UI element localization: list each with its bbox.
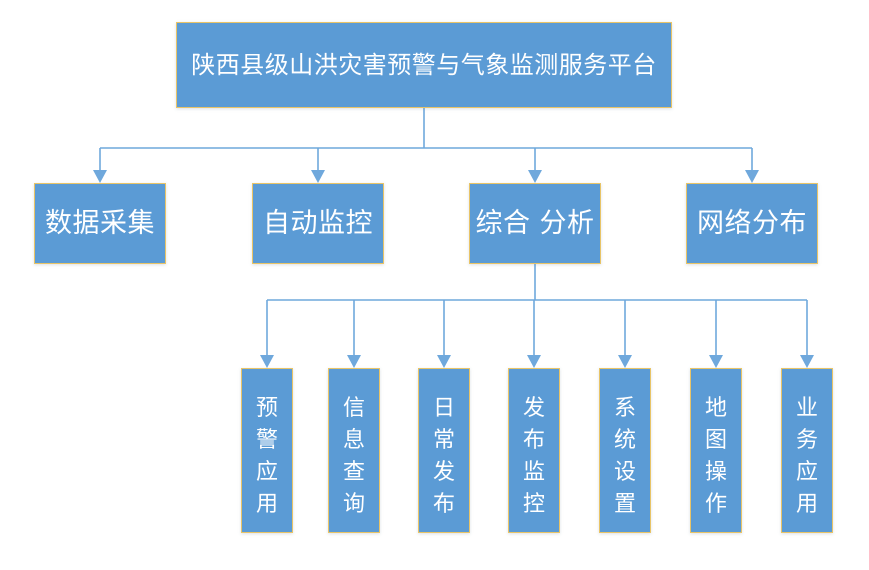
node-level3-4-label: 系 统 设 置 <box>613 396 636 517</box>
node-level3-2[interactable]: 日 常 发 布 <box>418 368 470 533</box>
node-level3-5[interactable]: 地 图 操 作 <box>690 368 742 533</box>
node-level3-4[interactable]: 系 统 设 置 <box>599 368 651 533</box>
node-level3-6-label: 业 务 应 用 <box>795 396 818 517</box>
node-level3-1[interactable]: 信 息 查 询 <box>328 368 380 533</box>
node-level3-0[interactable]: 预 警 应 用 <box>241 368 293 533</box>
node-level3-0-label: 预 警 应 用 <box>255 396 278 517</box>
node-level2-0[interactable]: 数据采集 <box>34 183 166 264</box>
node-root[interactable]: 陕西县级山洪灾害预警与气象监测服务平台 <box>176 22 672 108</box>
node-level3-5-label: 地 图 操 作 <box>704 396 727 517</box>
node-level2-2[interactable]: 综合 分析 <box>469 183 601 264</box>
node-level3-2-label: 日 常 发 布 <box>432 396 455 517</box>
node-level3-3[interactable]: 发 布 监 控 <box>508 368 560 533</box>
node-level3-6[interactable]: 业 务 应 用 <box>781 368 833 533</box>
node-level2-1[interactable]: 自动监控 <box>252 183 384 264</box>
node-level3-1-label: 信 息 查 询 <box>342 396 365 517</box>
node-level3-3-label: 发 布 监 控 <box>522 396 545 517</box>
node-level2-3[interactable]: 网络分布 <box>686 183 818 264</box>
